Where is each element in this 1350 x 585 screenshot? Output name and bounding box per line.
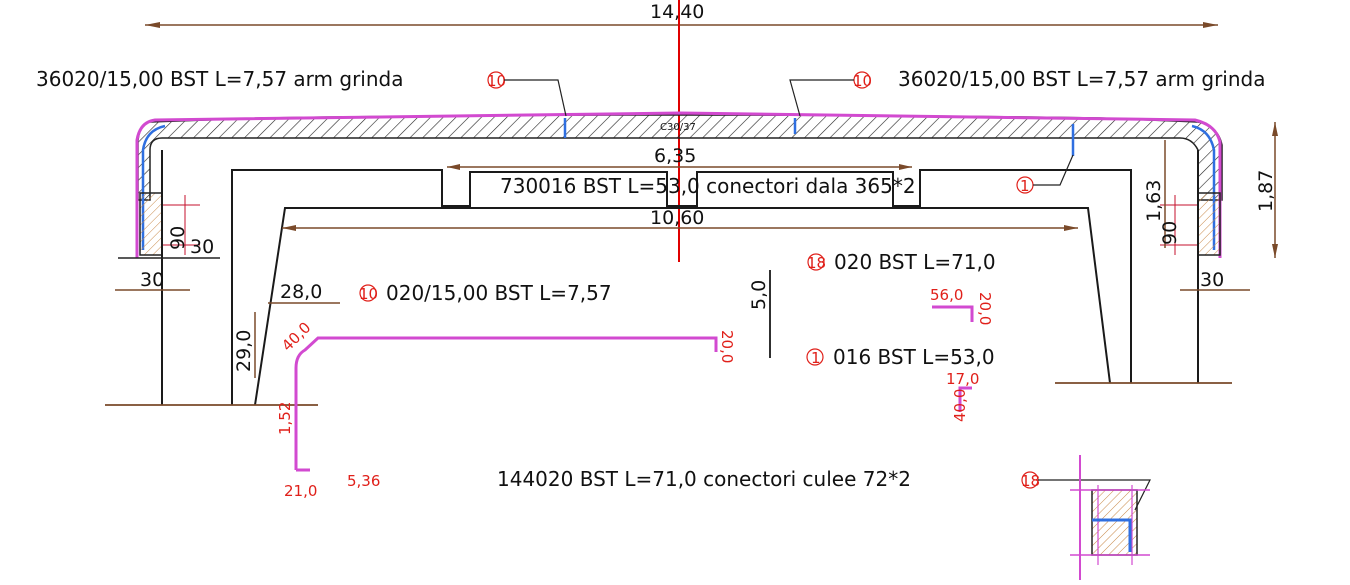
bar-10-mark: 10	[359, 285, 378, 303]
overall-width-label: 14,40	[650, 1, 704, 23]
bar-10-seg-bottom: 21,0	[284, 482, 317, 500]
bearing-right-90: 90	[1159, 221, 1181, 245]
deck-rebar-outer	[135, 111, 1222, 258]
callout-bottom-mark: 18	[1021, 472, 1040, 490]
bearing-left-30a: 30	[190, 236, 214, 258]
bar-18-seg-v: 20,0	[976, 292, 994, 325]
deck-rebar-inner	[141, 124, 166, 250]
height-right-label: 1,63	[1143, 180, 1165, 222]
bar-1-spec: 016 BST L=53,0	[833, 345, 995, 369]
base-width-dimension: 10,60	[282, 207, 1078, 231]
leg-28-label: 28,0	[280, 281, 322, 303]
callout-bottom: 144020 BST L=71,0 conectori culee 72*2	[497, 467, 911, 491]
bar-1-circle	[806, 348, 824, 366]
bar-18-seg-h: 56,0	[930, 286, 963, 304]
bearing-right	[1160, 192, 1221, 256]
bar-10-total: 5,36	[347, 472, 380, 490]
bar-18-mark: 18	[807, 254, 826, 272]
bar-10-seg-right: 20,0	[718, 330, 736, 363]
callout-right-top-mark: 10	[789, 71, 872, 117]
vertical-5-label: 5,0	[748, 280, 770, 310]
abutment-outline	[161, 150, 1199, 406]
bar-10-seg-vertical: 1,52	[276, 402, 294, 435]
bar-18-spec: 020 BST L=71,0	[834, 250, 996, 274]
inner-width-dimension: 6,35	[447, 145, 912, 170]
bearing-left-90: 90	[167, 226, 189, 250]
bearing-left	[139, 192, 200, 256]
concrete-class-label: C30/37	[660, 122, 696, 133]
bar-mark-10-left: 10	[487, 72, 506, 90]
callout-left-top: 36020/15,00 BST L=7,57 arm grinda	[36, 67, 403, 91]
height-total-dimension: 1,87	[1255, 122, 1278, 258]
bar-10-seg-top: 40,0	[278, 318, 314, 354]
bar-10-circle	[359, 284, 377, 302]
bar-18-shape	[932, 305, 974, 322]
bearing-left-30b: 30	[140, 269, 164, 291]
callout-bottom-leader	[1038, 479, 1151, 511]
bar-1-seg-h: 17,0	[946, 370, 979, 388]
callout-right-top: 36020/15,00 BST L=7,57 arm grinda	[898, 67, 1265, 91]
bar-1-seg-v: 40,0	[951, 389, 969, 422]
bar-mark-10-right: 10	[853, 72, 872, 90]
bar-10-spec: 020/15,00 BST L=7,57	[386, 281, 612, 305]
bearing-right-30: 30	[1200, 269, 1224, 291]
callout-left-top-mark: 10	[487, 71, 567, 117]
height-right-dimension: 1,63	[1143, 140, 1166, 248]
base-width-label: 10,60	[650, 207, 704, 229]
bar-1-mark: 1	[811, 349, 821, 367]
bearing-detail	[1070, 455, 1150, 580]
callout-middle: 730016 BST L=53,0 conectori dala 365*2	[500, 174, 916, 198]
deck-rebar-inner-right	[1191, 124, 1216, 250]
leg-29-label: 29,0	[233, 330, 255, 372]
height-total-label: 1,87	[1255, 170, 1277, 212]
bearing-left-dims	[115, 257, 220, 291]
bar-1-shape	[958, 386, 972, 412]
bar-10-shape	[294, 336, 718, 470]
inner-width-label: 6,35	[654, 145, 696, 167]
bar-mark-1-middle: 1	[1020, 177, 1030, 195]
bar-18-circle	[807, 253, 825, 271]
overall-width-dimension: 14,40	[145, 1, 1218, 28]
callout-middle-mark: 1	[1016, 154, 1074, 195]
